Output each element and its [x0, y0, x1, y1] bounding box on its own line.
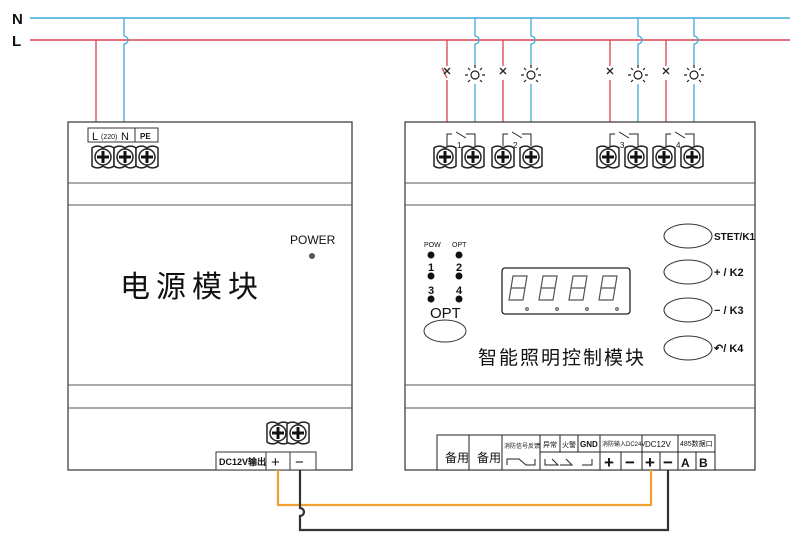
- lamp-icon: [520, 64, 542, 83]
- lamp-icon: [683, 64, 705, 83]
- dc12v-plus: +: [645, 453, 655, 472]
- channel-label: 3: [620, 141, 625, 150]
- lamp-circuits: [441, 18, 699, 128]
- k3-label: − / K3: [714, 305, 744, 317]
- rs485-a: A: [681, 456, 690, 470]
- control-module-title: 智能照明控制模块: [478, 347, 646, 369]
- led-4-label: 4: [456, 285, 463, 297]
- channel-label: 2: [513, 141, 518, 150]
- led-1: [427, 272, 435, 280]
- led-opt: [455, 251, 463, 259]
- dc-minus-wire: [298, 470, 670, 532]
- terminal-n-label: N: [121, 131, 129, 143]
- terminal-screw-icon: [112, 144, 138, 170]
- neutral-label: N: [12, 11, 23, 28]
- channel-label: 1: [457, 141, 462, 150]
- fire-feedback-label: 消防信号反馈: [504, 442, 540, 450]
- terminal-screw-icon: [651, 144, 677, 170]
- spare-1-label: 备用: [445, 451, 469, 465]
- dc12v-label: DC12V: [645, 440, 671, 449]
- display-digits: [508, 275, 619, 311]
- opt-label: OPT: [430, 305, 461, 322]
- k1-set-button[interactable]: [663, 223, 713, 249]
- terminal-screw-icon: [623, 144, 649, 170]
- led-pow: [427, 251, 435, 259]
- terminal-l-label: L: [92, 131, 98, 143]
- lighting-control-module: 1 2 3 4 POW OPT 1 2 3 4 OPT: [404, 121, 756, 472]
- fire-input-plus: +: [604, 453, 614, 472]
- terminal-screw-icon: [134, 144, 160, 170]
- fire-input-label: 消防输入DC24V: [602, 440, 645, 448]
- led-2-label: 2: [456, 262, 462, 274]
- terminal-screw-icon: [490, 144, 516, 170]
- lamp-icon: [464, 64, 486, 83]
- neutral-wire: [123, 18, 129, 128]
- k1-label: STET/K1: [714, 232, 756, 243]
- led-opt-label: OPT: [452, 242, 467, 249]
- input-2-label: 火警: [562, 440, 576, 449]
- k2-plus-button[interactable]: [663, 259, 713, 285]
- power-led: [309, 253, 315, 259]
- live-label: L: [12, 33, 21, 50]
- spare-2-label: 备用: [477, 451, 501, 465]
- fire-input-minus: −: [625, 453, 635, 472]
- terminal-screw-icon: [679, 144, 705, 170]
- input-1-label: 异常: [543, 440, 557, 449]
- terminal-screw-icon: [460, 144, 486, 170]
- terminal-screw-icon: [432, 144, 458, 170]
- terminal-screw-icon: [285, 420, 311, 446]
- terminal-screw-icon: [518, 144, 544, 170]
- dc-plus-wire: [276, 470, 653, 507]
- dc12v-output-label: DC12V输出: [219, 456, 266, 467]
- power-module-title: 电源模块: [120, 271, 264, 304]
- channel-label: 4: [676, 141, 681, 150]
- led-pow-label: POW: [424, 242, 441, 249]
- led-2: [455, 272, 463, 280]
- led-4: [455, 295, 463, 303]
- k4-label: ↶/ K4: [713, 343, 744, 355]
- seven-segment-display: [501, 267, 631, 315]
- terminal-pe-label: PE: [140, 132, 151, 141]
- opt-button[interactable]: [423, 319, 467, 343]
- terminal-screw-icon: [595, 144, 621, 170]
- terminal-screw-icon: [265, 420, 291, 446]
- bottom-terminal-strip: 备用 备用 消防信号反馈 异常 火警 GND 消防输入DC24V DC12V 4…: [436, 434, 716, 472]
- rs485-b: B: [699, 456, 708, 470]
- led-3-label: 3: [428, 285, 434, 297]
- power-label: POWER: [290, 233, 336, 247]
- k3-minus-button[interactable]: [663, 297, 713, 323]
- dc12v-minus: −: [663, 453, 673, 472]
- output-minus: −: [295, 454, 304, 471]
- power-module: L (220) N PE 电源模块 POWER DC12V输出 + −: [67, 121, 353, 471]
- led-3: [427, 295, 435, 303]
- led-1-label: 1: [428, 262, 434, 274]
- output-plus: +: [271, 454, 280, 471]
- terminal-screw-icon: [90, 144, 116, 170]
- k4-back-button[interactable]: [663, 335, 713, 361]
- rs485-label: 485数据口: [680, 439, 713, 448]
- lamp-icon: [627, 64, 649, 83]
- k2-label: + / K2: [714, 267, 744, 279]
- gnd-label: GND: [580, 440, 598, 449]
- terminal-voltage-label: (220): [101, 134, 117, 141]
